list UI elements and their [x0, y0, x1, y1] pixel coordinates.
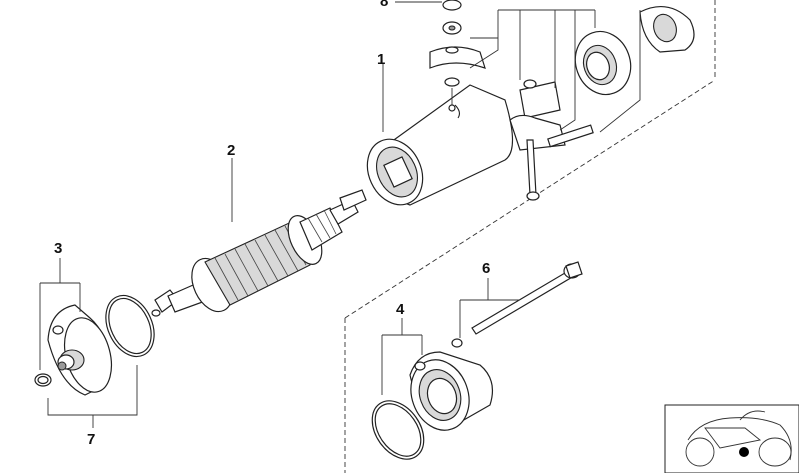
- callout-1: 1: [377, 51, 385, 68]
- callout-6: 6: [482, 260, 490, 277]
- callout-4: 4: [396, 301, 405, 318]
- o-ring: [105, 294, 155, 358]
- end-cover-o-ring: [371, 400, 425, 460]
- location-marker: [739, 447, 749, 457]
- callout-8: 8: [380, 0, 388, 10]
- circlip: [34, 373, 52, 387]
- callout-leader-lines-left: [39, 64, 384, 428]
- through-bolt: [451, 261, 583, 348]
- callout-7: 7: [87, 431, 95, 448]
- drive-end-cover: [47, 304, 113, 396]
- callout-2: 2: [227, 142, 235, 159]
- brush-holder: [509, 79, 594, 201]
- retaining-ring: [574, 30, 632, 96]
- callout-leader-lines-bottom: [381, 318, 423, 395]
- spring-clip: [639, 5, 695, 53]
- commutator-end-cover: [409, 351, 493, 431]
- starter-housing: [366, 84, 514, 206]
- nut-and-washer: [429, 0, 486, 112]
- motorcycle-thumbnail: [664, 404, 799, 473]
- callout-labels: 1 2 3 4 6 7 8: [54, 0, 490, 448]
- callout-leader-lines: [395, 1, 641, 133]
- callout-leader-lines-right: [459, 278, 520, 338]
- callout-3: 3: [54, 240, 62, 257]
- assembly-frame: [344, 0, 716, 473]
- armature: [151, 189, 367, 317]
